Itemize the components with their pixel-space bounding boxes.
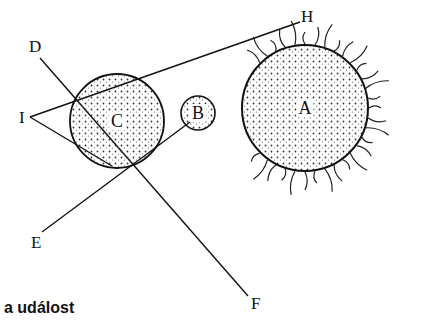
moon-disc	[181, 96, 215, 130]
point-letter: E	[30, 234, 42, 251]
earth-circle: C	[70, 74, 164, 168]
circle-letter: B	[190, 104, 206, 122]
caption-fragment: a událost	[4, 300, 74, 316]
point-letter: I	[18, 109, 26, 126]
circle-letter: A	[297, 99, 314, 117]
earth-disc	[70, 74, 164, 168]
point-letter: D	[28, 38, 42, 55]
sun-circle: A	[242, 45, 368, 171]
circle-letter: C	[109, 112, 125, 130]
point-letter: F	[250, 295, 261, 312]
sun-disc	[242, 45, 368, 171]
moon-circle: B	[181, 96, 215, 130]
point-letter: H	[300, 8, 314, 25]
